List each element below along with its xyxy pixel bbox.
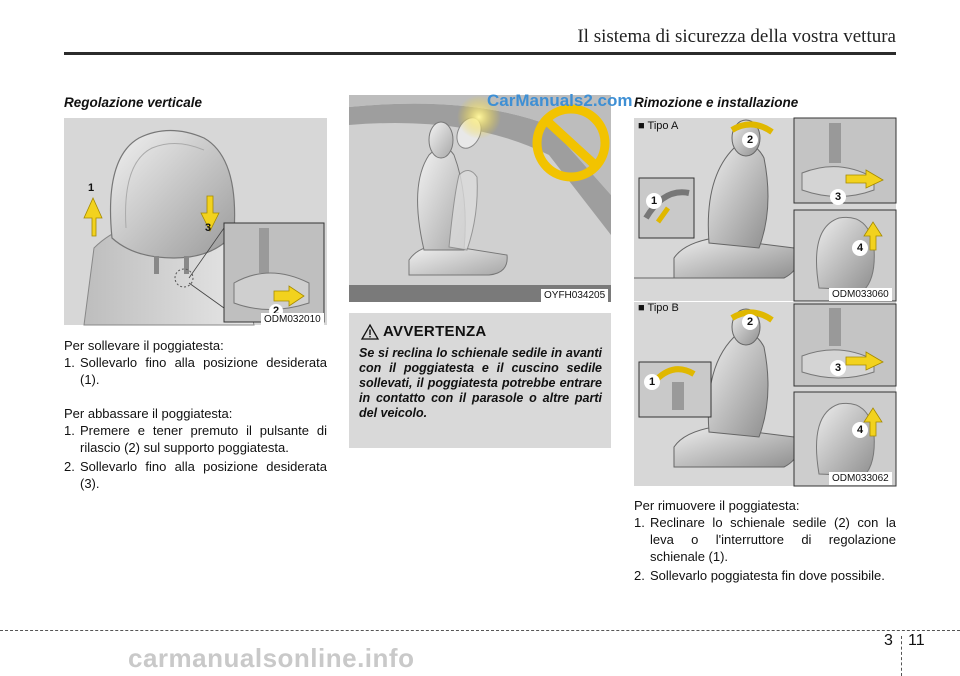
page-separator [901,636,902,676]
seat-recline-illustration [349,95,611,302]
page-number: 11 [908,632,925,649]
carmanuals-logo: CarManuals2.com [487,91,633,110]
warning-title: AVVERTENZA [383,323,487,340]
callout-4: 4 [852,422,868,438]
type-b-label: ■ Tipo B [638,302,679,314]
section-title-removal: Rimozione e installazione [634,95,799,110]
callout-4: 4 [852,240,868,256]
callout-1: 1 [88,182,95,194]
figure-code-oyfh034205: OYFH034205 [541,289,609,302]
watermark: carmanualsonline.info [128,643,415,673]
footer-rule [0,630,960,631]
warning-body: Se si reclina lo schienale sedile in ava… [359,346,602,420]
running-header: Il sistema di sicurezza della vostra vet… [577,26,896,47]
figure-code-odm033060: ODM033060 [829,288,892,301]
list-item: 1.Sollevarlo fino alla posizione desider… [64,355,327,387]
callout-3: 3 [830,360,846,376]
raise-intro: Per sollevare il poggiatesta: [64,338,224,353]
type-a-label: ■ Tipo A [638,120,679,132]
callout-2: 2 [742,132,758,148]
callout-3: 3 [205,222,212,234]
callout-1: 1 [646,193,662,209]
list-item: 2.Sollevarlo fino alla posizione desider… [64,459,327,491]
list-item: 2.Sollevarlo poggiatesta fin dove possib… [634,568,885,583]
type-b-illustration [638,303,897,487]
figure-code-odm033062: ODM033062 [829,472,892,485]
figure-seat-recline-warning: CarManuals2.com [349,91,633,302]
chapter-number: 3 [884,632,893,649]
figure-type-b: ■ Tipo B 2 1 3 4 [634,302,897,487]
callout-2: 2 [742,314,758,330]
section-title-vertical: Regolazione verticale [64,95,203,110]
callout-3: 3 [830,189,846,205]
list-item: 1.Premere e tener premuto il pulsante di… [64,423,327,455]
lower-intro: Per abbassare il poggiatesta: [64,406,233,421]
raise-steps: 1.Sollevarlo fino alla posizione desider… [64,354,327,390]
warning-triangle-icon [360,323,380,340]
remove-intro: Per rimuovere il poggiatesta: [634,498,800,513]
callout-1: 1 [644,374,660,390]
figure-type-a: ■ Tipo A 2 1 3 4 [634,117,897,302]
type-a-illustration [634,117,897,302]
warning-box: AVVERTENZA Se si reclina lo schienale se… [349,313,611,448]
figure-headrest-vertical: 1 2 3 [64,118,327,326]
list-item: 1.Reclinare lo schienale sedile (2) con … [634,515,896,564]
figure-code-odm032010: ODM032010 [261,313,324,326]
headrest-vertical-illustration [83,129,325,326]
header-rule [64,52,896,55]
lower-steps: 1.Premere e tener premuto il pulsante di… [64,422,327,494]
remove-steps: 1.Reclinare lo schienale sedile (2) con … [634,514,896,586]
